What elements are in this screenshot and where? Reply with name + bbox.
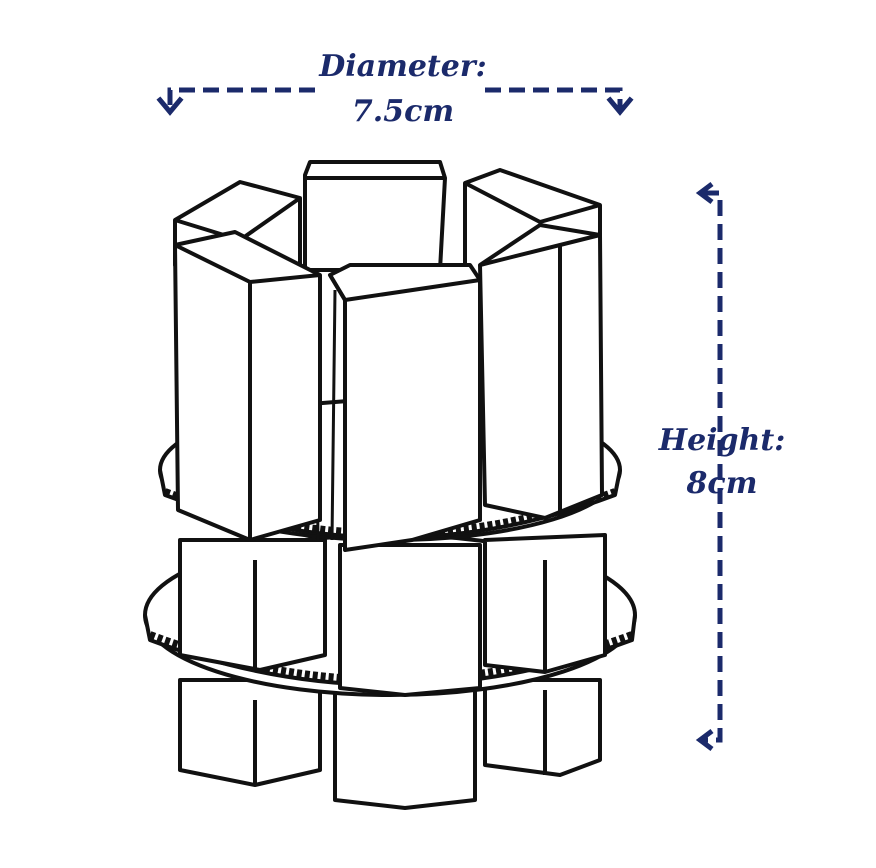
diameter-arrowheads — [156, 96, 634, 116]
diameter-title: Diameter: — [319, 49, 487, 84]
cake-stand-drawing — [143, 160, 637, 810]
diameter-line-left — [167, 87, 315, 110]
front-left-box — [173, 230, 322, 542]
height-title: Height: — [658, 423, 786, 458]
bottom-tier-boxes — [178, 678, 602, 810]
diameter-value: 7.5cm — [351, 94, 455, 129]
height-arrow-bottom-icon — [695, 729, 714, 751]
height-dimension — [695, 182, 723, 751]
front-center-box — [328, 263, 482, 552]
middle-tier-boxes — [178, 533, 607, 697]
diameter-dimension — [167, 87, 623, 110]
height-value: 8cm — [686, 466, 758, 501]
diameter-arrow-right-icon — [606, 96, 634, 116]
diameter-arrow-left-icon — [156, 96, 184, 116]
height-arrow-top-icon — [695, 182, 714, 204]
diameter-line-right — [485, 87, 623, 110]
height-line — [703, 190, 723, 743]
front-right-box — [478, 223, 604, 520]
